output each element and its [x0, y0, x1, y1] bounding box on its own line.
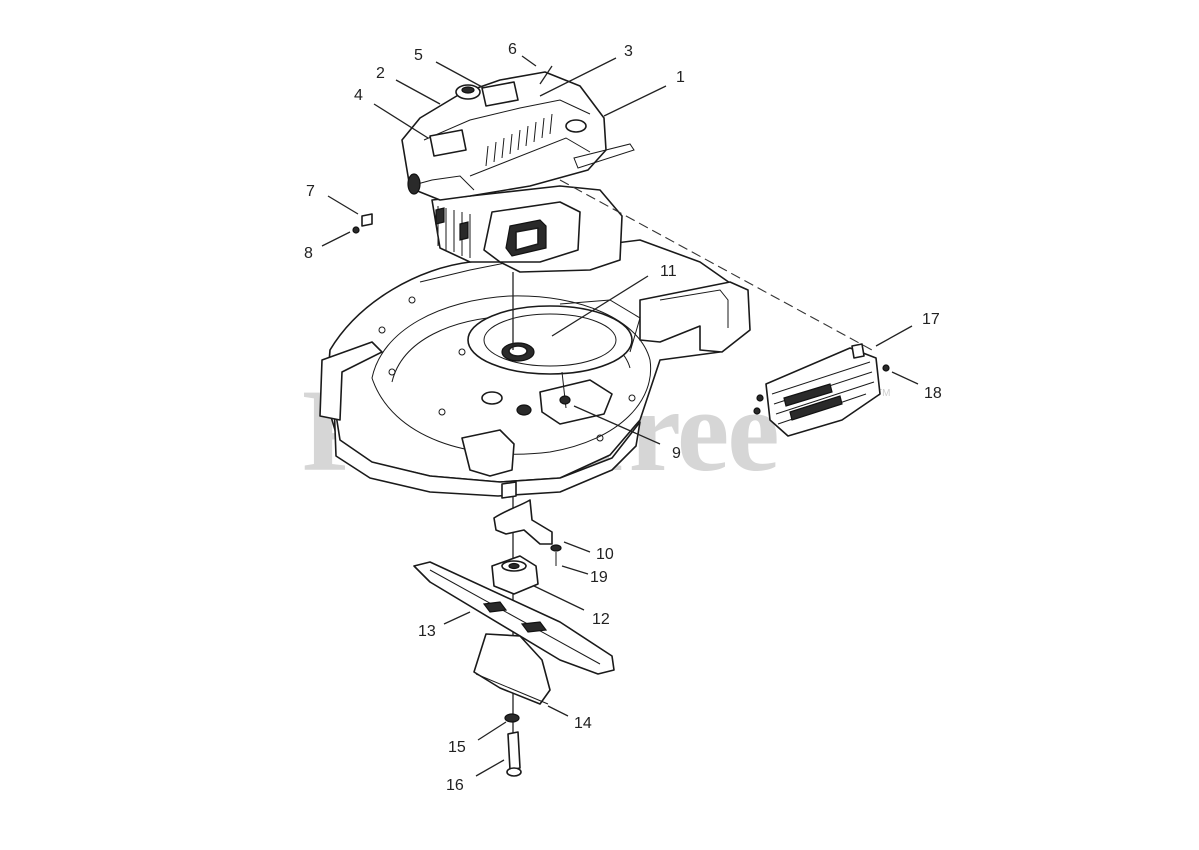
callout-3: 3: [624, 43, 633, 60]
watermark-trademark: TM: [876, 388, 890, 399]
callout-18: 18: [924, 385, 942, 402]
callout-5: 5: [414, 47, 423, 64]
callout-4: 4: [354, 87, 363, 104]
callout-14: 14: [574, 715, 592, 732]
engine-assembly: [401, 65, 635, 350]
callout-9: 9: [672, 445, 681, 462]
blade-assembly: [413, 481, 615, 777]
callout-6: 6: [508, 41, 517, 58]
callout-19: 19: [590, 569, 608, 586]
callout-13: 13: [418, 623, 436, 640]
callout-labels: 1 2 3 4 5 6 7 8 9 10 11 12 13 14 15 16 1…: [304, 41, 942, 794]
callout-11: 11: [660, 263, 677, 280]
callout-17: 17: [922, 311, 940, 328]
callout-8: 8: [304, 245, 313, 262]
callout-1: 1: [676, 69, 685, 86]
callout-12: 12: [592, 611, 610, 628]
callout-15: 15: [448, 739, 466, 756]
callout-2: 2: [376, 65, 385, 82]
grass-deflector: [559, 179, 890, 437]
throttle-clip: [352, 213, 373, 234]
callout-16: 16: [446, 777, 464, 794]
leader-lines: [321, 55, 919, 777]
callout-10: 10: [596, 546, 614, 563]
callout-7: 7: [306, 183, 315, 200]
